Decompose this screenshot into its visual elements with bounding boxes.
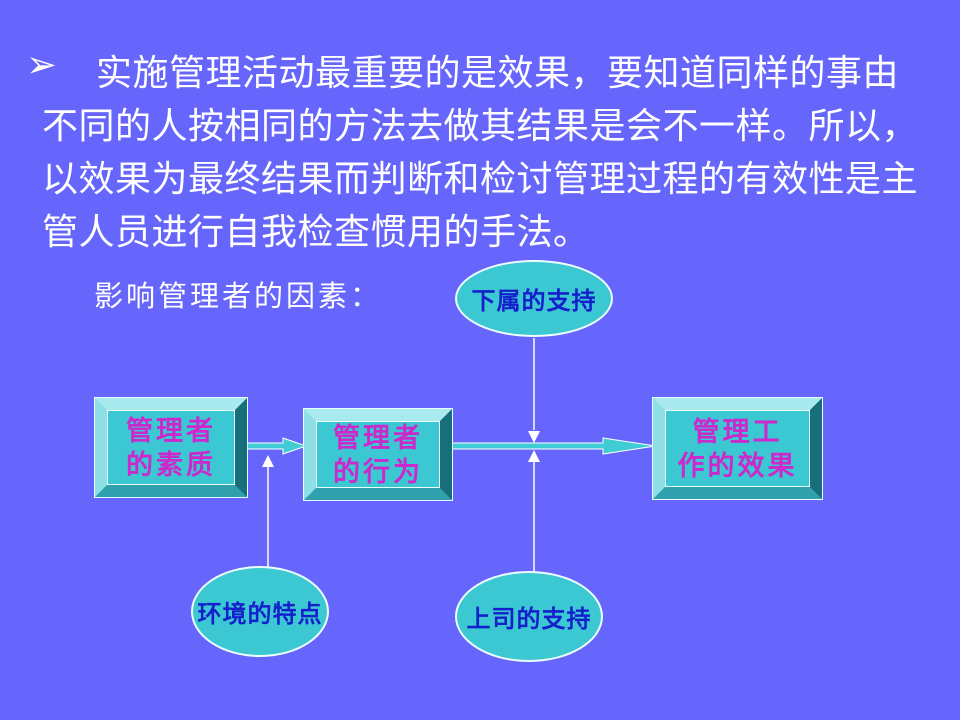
node-manager-behavior-line1: 管理者: [333, 422, 423, 453]
node-management-effect-line2: 作的效果: [677, 450, 798, 481]
node-manager-behavior-line2: 的行为: [333, 456, 423, 487]
node-superior-support: 上司的支持: [455, 571, 603, 662]
paragraph-line-1: 实施管理活动最重要的是效果，要知道同样的事由: [96, 53, 900, 93]
node-management-effect-line1: 管理工: [692, 416, 783, 447]
connector-up-from-superior: [528, 450, 540, 572]
paragraph-line-3: 以效果为最终结果而判断和检讨管理过程的有效性是主: [42, 159, 919, 199]
paragraph-line-4: 管人员进行自我检查惯用的手法。: [42, 212, 590, 252]
node-subordinate-support: 下属的支持: [455, 260, 613, 337]
node-environment: 环境的特点: [191, 566, 329, 657]
paragraph-line-2: 不同的人按相同的方法去做其结果是会不一样。所以，: [42, 106, 919, 146]
node-manager-quality-line1: 管理者: [126, 415, 216, 446]
node-manager-behavior: 管理者 的行为: [303, 408, 453, 501]
arrow-behavior-to-effect: [451, 437, 657, 455]
node-superior-support-label: 上司的支持: [466, 607, 592, 633]
connector-down-from-subordinate: [528, 338, 540, 443]
node-subordinate-support-label: 下属的支持: [471, 289, 597, 315]
node-manager-quality: 管理者 的素质: [94, 397, 248, 498]
node-environment-label: 环境的特点: [197, 602, 323, 628]
section-label: 影响管理者的因素：: [94, 281, 383, 313]
connector-up-from-environment: [262, 455, 274, 567]
node-management-effect: 管理工 作的效果: [652, 397, 823, 500]
node-manager-quality-line2: 的素质: [126, 449, 216, 480]
arrow-quality-to-behavior: [245, 437, 308, 455]
arrow-bullet-icon: ➢: [26, 45, 58, 86]
